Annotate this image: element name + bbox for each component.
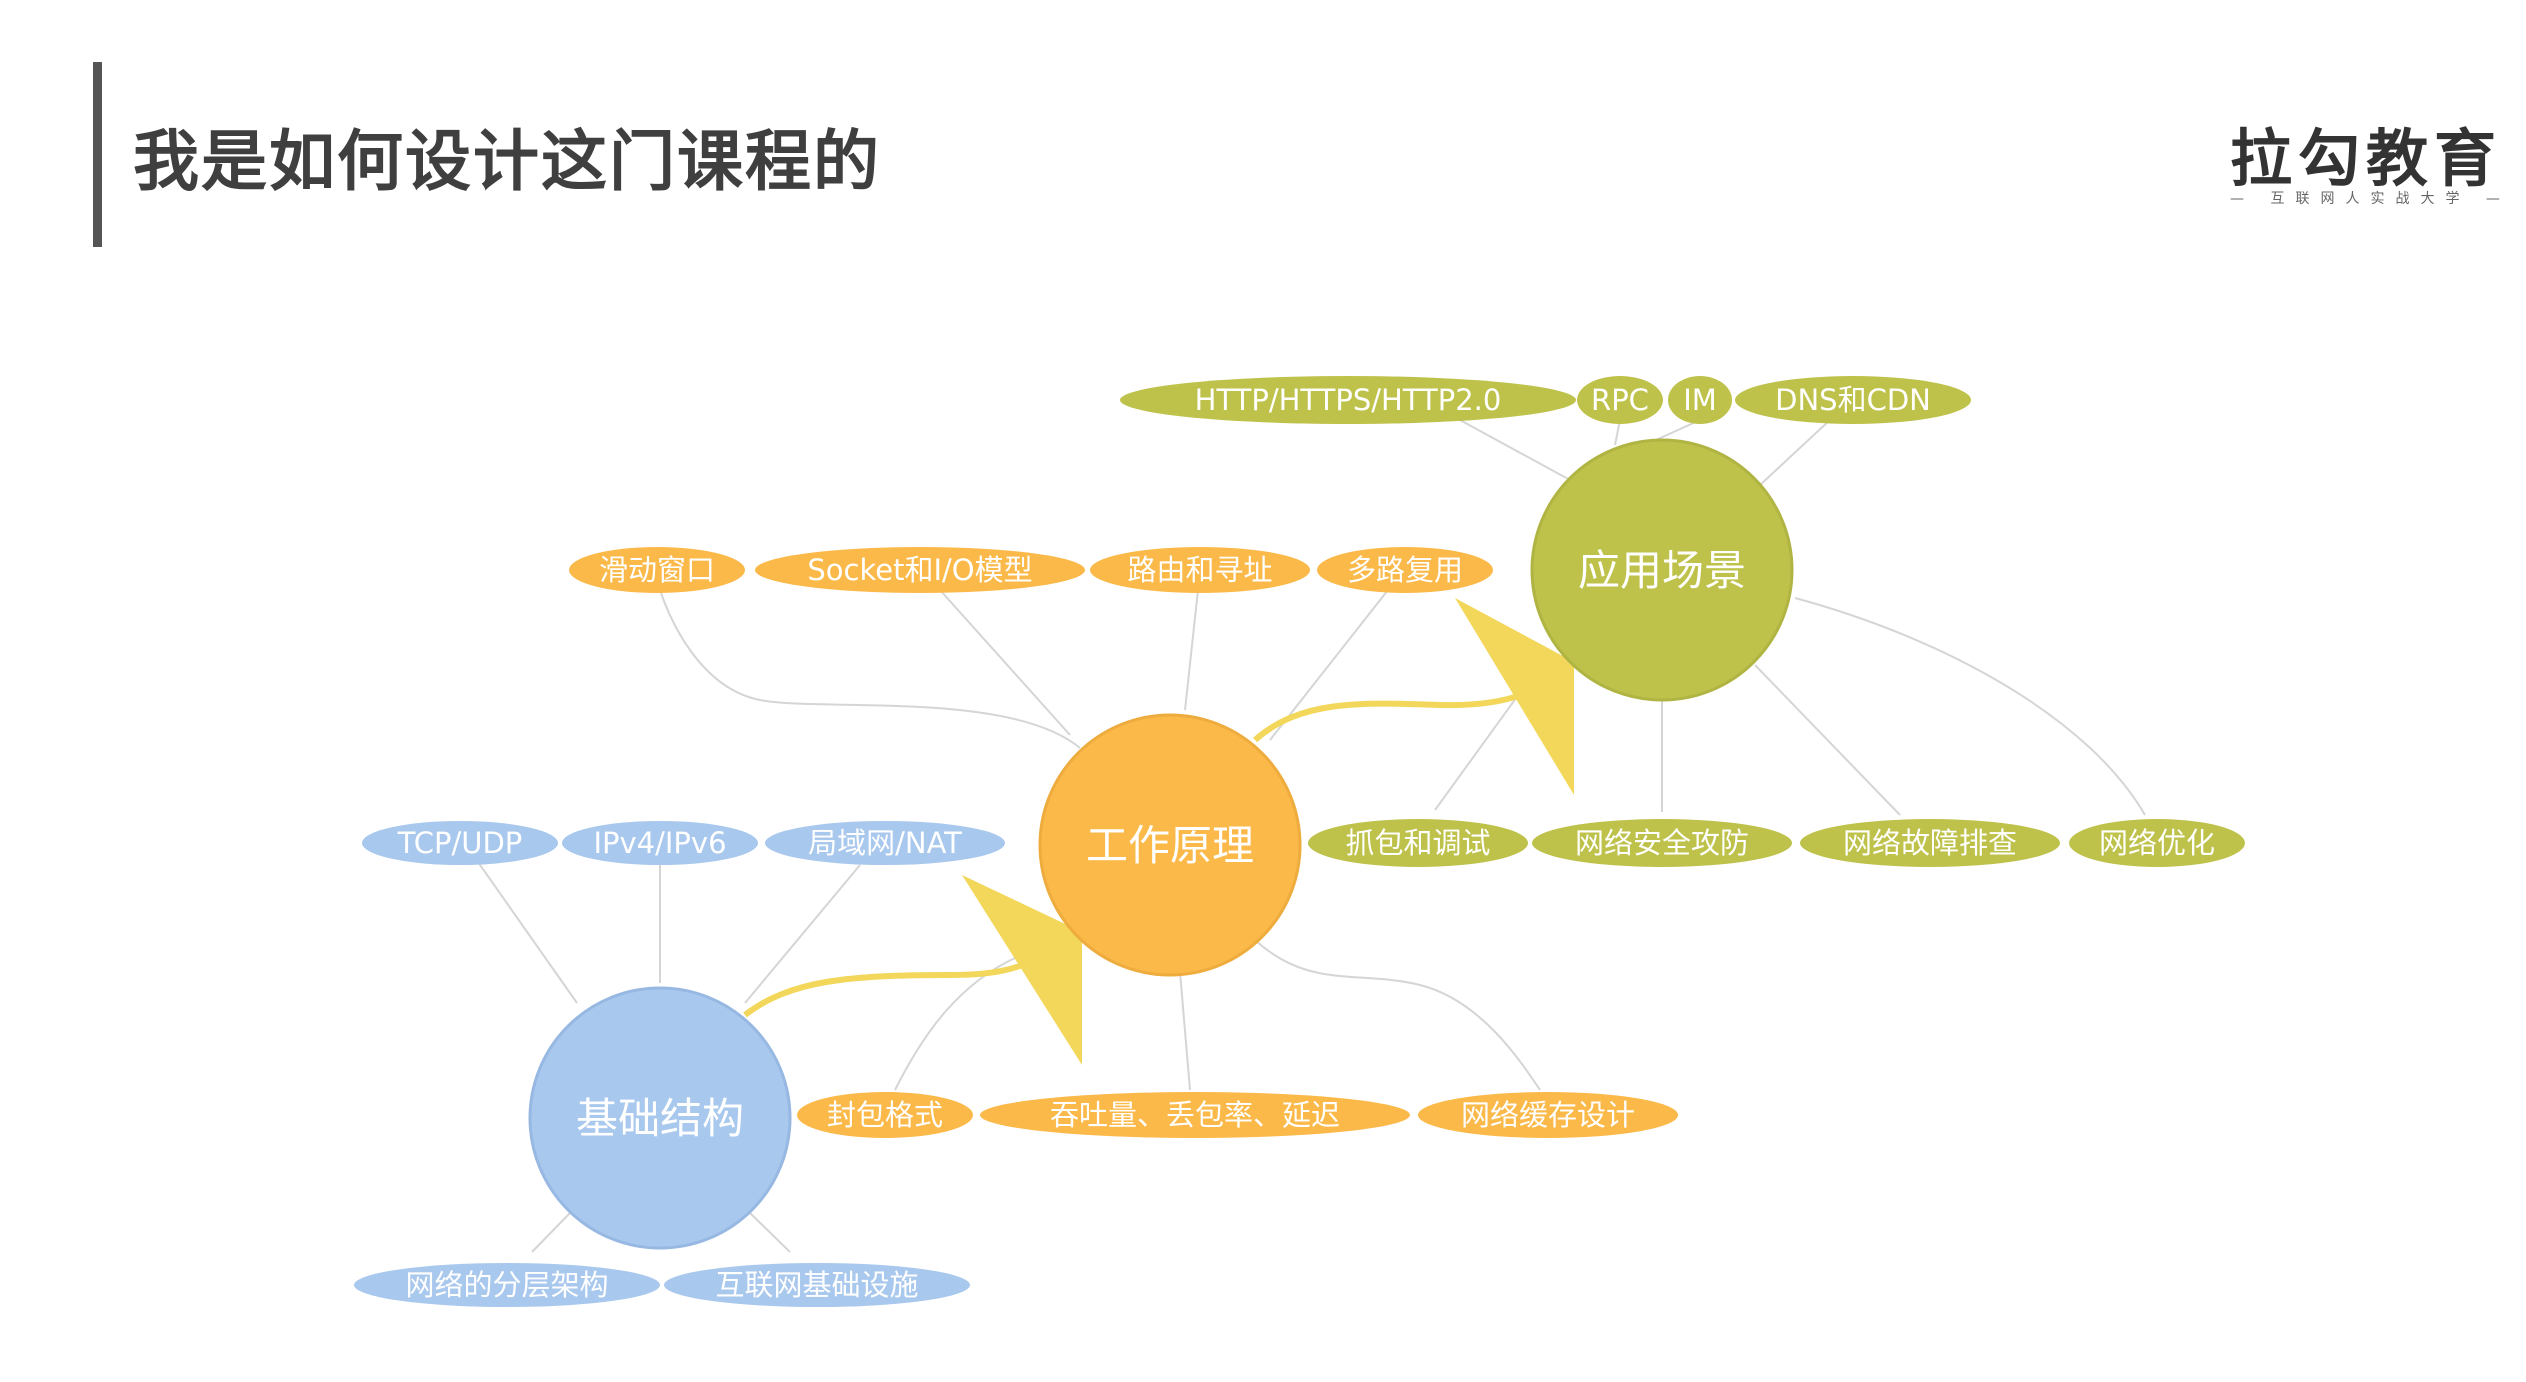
connector-foundation-lan — [744, 864, 861, 1004]
svg-text:网络的分层架构: 网络的分层架构 — [405, 1268, 608, 1302]
brand-tagline: — 互联网人实战大学 — — [2230, 191, 2511, 207]
connector-app-optimize — [1794, 597, 2146, 816]
topic-routing-addressing: 路由和寻址 — [1090, 547, 1310, 593]
connector-principle-throughput — [1179, 971, 1191, 1091]
topic-packet-format: 封包格式 — [797, 1092, 973, 1138]
connector-principle-sliding — [659, 589, 1081, 749]
topic-rpc: RPC — [1577, 376, 1663, 424]
topic-tcp-udp: TCP/UDP — [362, 821, 558, 865]
hub-principle-label: 工作原理 — [1086, 821, 1254, 870]
connector-principle-packet — [894, 949, 1036, 1091]
topic-ipv4-ipv6: IPv4/IPv6 — [562, 821, 758, 865]
title-accent-bar — [93, 62, 102, 247]
topic-dns-cdn: DNS和CDN — [1735, 376, 1971, 424]
topic-network-optimization: 网络优化 — [2069, 819, 2245, 867]
connector-app-troubleshoot — [1754, 664, 1901, 816]
topic-layered-architecture: 网络的分层架构 — [354, 1263, 660, 1307]
connector-lines — [477, 419, 2146, 1253]
svg-text:路由和寻址: 路由和寻址 — [1127, 553, 1272, 587]
svg-text:滑动窗口: 滑动窗口 — [599, 553, 715, 587]
topic-internet-infrastructure: 互联网基础设施 — [664, 1263, 970, 1307]
connector-foundation-tcp — [477, 861, 578, 1004]
svg-text:吞吐量、丢包率、延迟: 吞吐量、丢包率、延迟 — [1050, 1098, 1340, 1132]
svg-text:HTTP/HTTPS/HTTP2.0: HTTP/HTTPS/HTTP2.0 — [1195, 383, 1502, 417]
hub-application: 应用场景 — [1530, 438, 1794, 702]
topic-network-troubleshooting: 网络故障排查 — [1800, 819, 2060, 867]
arrowhead-foundation-principle — [962, 875, 1082, 1065]
connector-foundation-layered — [531, 1212, 571, 1253]
topic-sliding-window: 滑动窗口 — [569, 547, 745, 593]
svg-text:TCP/UDP: TCP/UDP — [397, 826, 523, 860]
svg-text:网络安全攻防: 网络安全攻防 — [1575, 826, 1749, 860]
connector-foundation-infra — [749, 1212, 791, 1253]
svg-text:多路复用: 多路复用 — [1347, 553, 1463, 587]
topic-network-security: 网络安全攻防 — [1532, 819, 1792, 867]
arrowhead-principle-application — [1455, 598, 1574, 795]
svg-text:Socket和I/O模型: Socket和I/O模型 — [807, 553, 1032, 587]
topic-multiplexing: 多路复用 — [1317, 547, 1493, 593]
hub-principle: 工作原理 — [1038, 713, 1302, 977]
connector-principle-cache — [1254, 939, 1541, 1091]
topic-http: HTTP/HTTPS/HTTP2.0 — [1120, 376, 1576, 424]
connector-principle-socket — [939, 589, 1071, 736]
svg-text:局域网/NAT: 局域网/NAT — [808, 826, 962, 860]
connector-app-rpc — [1614, 419, 1621, 446]
svg-text:网络缓存设计: 网络缓存设计 — [1461, 1098, 1635, 1132]
topic-im: IM — [1668, 376, 1732, 424]
svg-text:RPC: RPC — [1591, 383, 1649, 417]
page-title: 我是如何设计这门课程的 — [133, 123, 881, 200]
connector-app-dns — [1759, 419, 1831, 486]
svg-text:网络故障排查: 网络故障排查 — [1843, 826, 2017, 860]
svg-text:封包格式: 封包格式 — [827, 1098, 943, 1132]
topic-capture-debug: 抓包和调试 — [1308, 819, 1528, 867]
topic-lan-nat: 局域网/NAT — [765, 821, 1005, 865]
topic-throughput-loss-latency: 吞吐量、丢包率、延迟 — [980, 1092, 1410, 1138]
brand-logo: 拉勾教育 — [2230, 122, 2503, 195]
svg-text:IPv4/IPv6: IPv4/IPv6 — [593, 826, 726, 860]
svg-text:网络优化: 网络优化 — [2099, 826, 2215, 860]
connector-app-http — [1459, 419, 1571, 481]
svg-text:抓包和调试: 抓包和调试 — [1345, 826, 1490, 860]
flow-arrows — [743, 598, 1575, 1065]
hub-foundation-label: 基础结构 — [576, 1094, 744, 1143]
connector-principle-routing — [1184, 589, 1199, 711]
svg-text:互联网基础设施: 互联网基础设施 — [715, 1268, 918, 1302]
svg-text:DNS和CDN: DNS和CDN — [1775, 383, 1931, 417]
topic-network-cache-design: 网络缓存设计 — [1418, 1092, 1678, 1138]
hub-application-label: 应用场景 — [1578, 546, 1746, 595]
hub-foundation: 基础结构 — [528, 986, 792, 1250]
topic-socket-io-model: Socket和I/O模型 — [755, 547, 1085, 593]
svg-text:IM: IM — [1683, 383, 1717, 417]
